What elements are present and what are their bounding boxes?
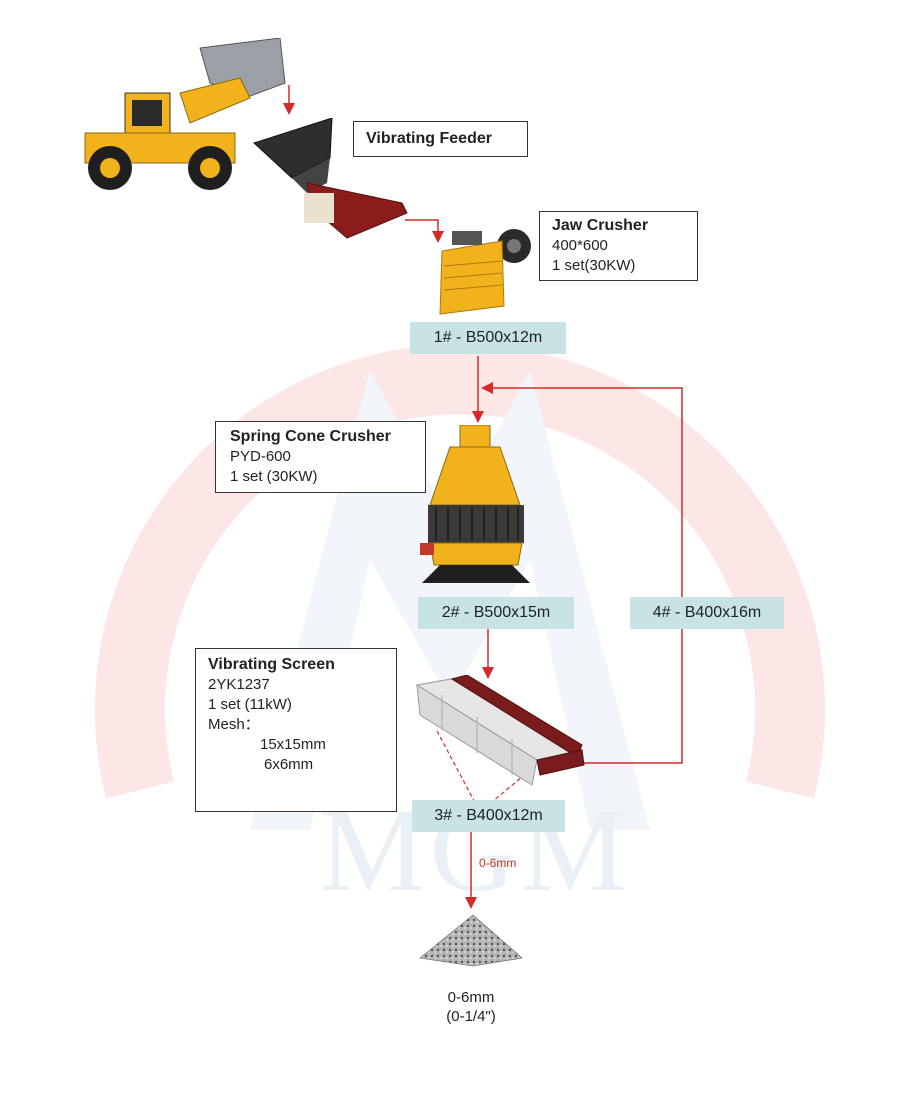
jaw-crusher-model: 400*600 <box>552 237 608 254</box>
vibrating-screen-title: Vibrating Screen <box>208 656 335 673</box>
belt-label-2: 2# - B500x15m <box>418 597 574 629</box>
jaw-crusher-title: Jaw Crusher <box>552 217 649 234</box>
vibrating-screen-model: 2YK1237 <box>208 676 270 693</box>
flow-size-label: 0-6mm <box>479 856 517 870</box>
cone-crusher-label: Spring Cone Crusher PYD-600 1 set (30KW) <box>215 421 426 493</box>
jaw-crusher-spec: 1 set(30KW) <box>552 257 636 274</box>
belt-label-4: 4# - B400x16m <box>630 597 784 629</box>
sand-pile-icon <box>419 914 523 967</box>
vibrating-screen-spec: 1 set (11kW) <box>208 696 292 713</box>
product-size-mm: 0-6mm <box>447 989 495 1006</box>
vibrating-screen-label: Vibrating Screen 2YK1237 1 set (11kW) Me… <box>195 648 397 812</box>
product-size-inch: (0-1/4") <box>446 1008 496 1025</box>
mesh-size-1: 15x15mm <box>260 736 326 753</box>
vibrating-feeder-title: Vibrating Feeder <box>366 130 492 147</box>
cone-crusher-icon <box>420 425 530 583</box>
vibrating-feeder-icon <box>253 118 408 239</box>
cone-crusher-title: Spring Cone Crusher <box>230 428 391 445</box>
cone-crusher-model: PYD-600 <box>230 448 291 465</box>
vibrating-screen-mesh-label: Mesh： <box>208 716 260 733</box>
product-size: 0-6mm (0-1/4") <box>411 988 531 1026</box>
cone-crusher-spec: 1 set (30KW) <box>230 468 318 485</box>
arrow-feeder-to-jaw <box>405 219 444 243</box>
wheel-loader-icon <box>84 38 286 190</box>
jaw-crusher-icon <box>439 229 531 315</box>
jaw-crusher-label: Jaw Crusher 400*600 1 set(30KW) <box>539 211 698 281</box>
mesh-size-2: 6x6mm <box>264 756 314 773</box>
vibrating-feeder-label: Vibrating Feeder <box>353 121 528 157</box>
belt-label-3: 3# - B400x12m <box>412 800 565 832</box>
belt-label-1: 1# - B500x12m <box>410 322 566 354</box>
arrow-return-loop <box>481 382 683 764</box>
vibrating-screen-icon <box>415 675 585 786</box>
